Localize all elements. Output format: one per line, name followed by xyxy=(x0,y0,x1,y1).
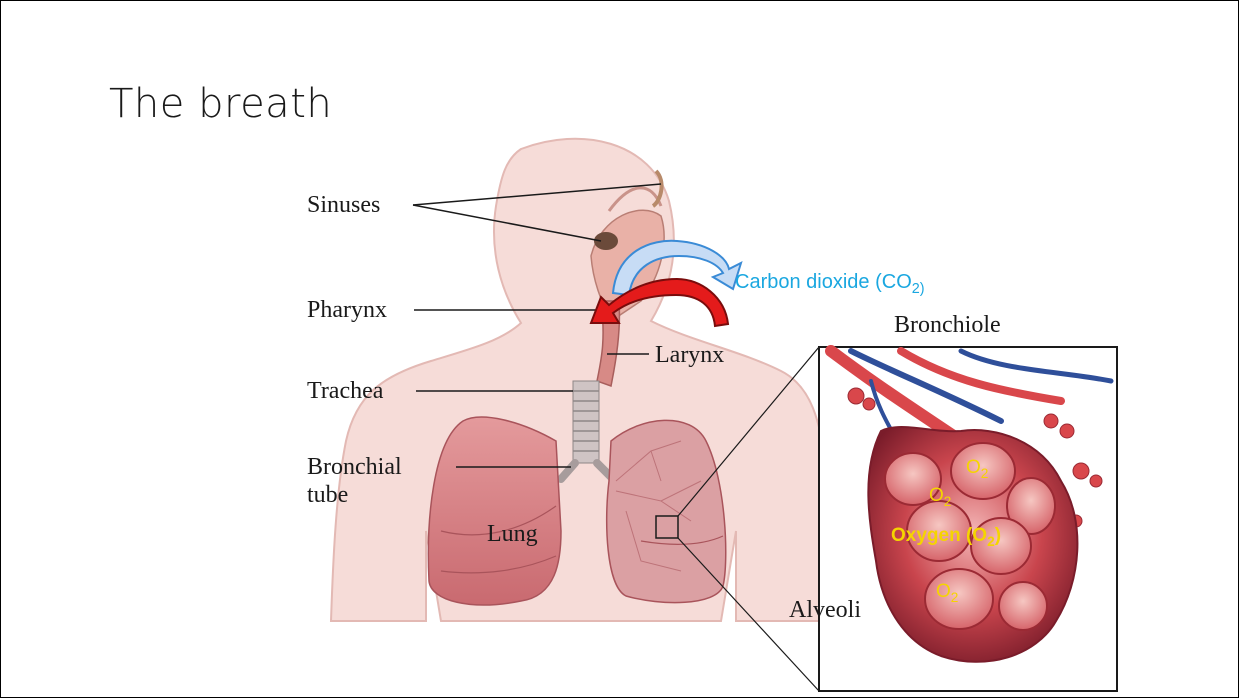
label-oxygen: Oxygen (O2) xyxy=(891,525,1001,547)
label-bronchiole: Bronchiole xyxy=(894,312,1001,338)
label-sinuses: Sinuses xyxy=(307,192,380,218)
body-silhouette xyxy=(331,139,831,621)
label-pharynx: Pharynx xyxy=(307,297,387,323)
label-carbon-dioxide: Carbon dioxide (CO2) xyxy=(735,271,925,294)
label-bronchial-tube-line1: Bronchial xyxy=(307,454,402,480)
label-o2-3: O2 xyxy=(936,581,958,603)
label-bronchial-tube-line2: tube xyxy=(307,482,348,508)
co2-text: Carbon dioxide (CO xyxy=(735,271,912,293)
label-alveoli: Alveoli xyxy=(789,597,861,623)
left-lung xyxy=(428,417,561,605)
label-larynx: Larynx xyxy=(655,342,724,368)
label-trachea: Trachea xyxy=(307,378,383,404)
bronchiole-inset xyxy=(819,347,1117,691)
label-o2-2: O2 xyxy=(929,485,951,507)
co2-subscript: 2) xyxy=(912,281,925,297)
right-lung xyxy=(607,420,726,602)
label-o2-1: O2 xyxy=(966,457,988,479)
label-lung: Lung xyxy=(487,521,538,547)
